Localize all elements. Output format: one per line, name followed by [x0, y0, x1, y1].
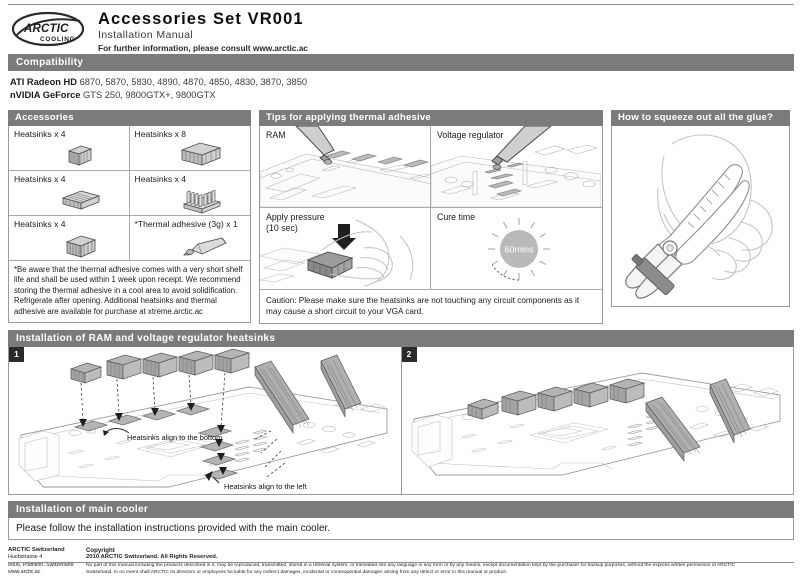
svg-text:ARCTIC: ARCTIC [23, 23, 69, 35]
heatsink-small-block-icon [67, 145, 93, 166]
tip-ram: RAM [260, 126, 431, 208]
copyright-line: 2010 ARCTIC Switzerland. All Rights Rese… [86, 554, 218, 561]
installation-step-1: 1 [9, 347, 401, 494]
tip-apply-pressure: Apply pressure (10 sec) [260, 208, 431, 290]
disclaimer-line-1: No part of this manual including the pro… [86, 562, 736, 568]
tip-voltage-regulator: Voltage regulator [431, 126, 602, 208]
tips-panel: RAM [259, 126, 603, 324]
svg-text:COOLING: COOLING [40, 36, 75, 43]
accessory-label: Heatsinks x 4 [14, 219, 66, 229]
step-badge: 2 [401, 347, 417, 362]
company-web: www.arctic.ac [8, 568, 41, 575]
accessories-section: Accessories Heatsinks x 4 [8, 110, 251, 324]
main-cooler-text: Please follow the installation instructi… [8, 518, 794, 540]
title-block: Accessories Set VR001 Installation Manua… [98, 10, 308, 54]
accessory-item: Heatsinks x 8 [129, 126, 250, 171]
accessory-item: Heatsinks x 4 [9, 216, 130, 261]
pcb-installed-heatsinks-icon [411, 372, 780, 476]
compat-models: GTS 250, 9800GTX+, 9800GTX [83, 89, 216, 100]
accessory-label: *Thermal adhesive (3g) x 1 [134, 219, 238, 229]
accessories-grid: Heatsinks x 4 [9, 126, 250, 261]
compat-models: 6870, 5870, 5830, 4890, 4870, 4850, 4830… [79, 77, 308, 87]
glue-art-wrap [612, 126, 789, 306]
heatsink-flat-finned-icon [61, 190, 101, 210]
caution-text: Caution: Please make sure the heatsinks … [266, 296, 580, 316]
top-rule [8, 4, 794, 5]
pcb-vreg-glue-icon [431, 126, 601, 207]
accessory-label: Heatsinks x 4 [134, 174, 187, 184]
installation-section: Installation of RAM and voltage regulato… [8, 330, 794, 495]
compatibility-section: Compatibility ATI Radeon HD 6870, 5870, … [8, 54, 794, 104]
arctic-cooling-logo: ARCTIC COOLING [10, 10, 86, 48]
accessory-item: *Thermal adhesive (3g) x 1 [129, 216, 250, 261]
page-subtitle: Installation Manual [98, 29, 194, 41]
three-column-row: Accessories Heatsinks x 4 [8, 110, 794, 324]
callout-align-bottom: Heatsinks align to the bottom [127, 433, 222, 442]
accessory-item: Heatsinks x 4 [129, 171, 250, 216]
tip-cure-time: Cure time [431, 208, 602, 290]
pcb-exploded-heatsinks-icon: Heatsinks align to the bottom Heatsinks … [18, 348, 388, 491]
page-header: ARCTIC COOLING Accessories Set VR001 Ins… [0, 0, 802, 53]
copyright-heading: Copyright [86, 547, 115, 554]
accessories-note: *Be aware that the thermal adhesive come… [14, 265, 243, 316]
hand-pliers-tube-icon [625, 134, 773, 299]
tips-bar: Tips for applying thermal adhesive [259, 110, 603, 126]
installation-step-2: 2 [400, 347, 793, 494]
tip-label: Cure time [437, 212, 476, 222]
heatsink-deep-finned-icon [65, 235, 97, 258]
glue-bar: How to squeeze out all the glue? [611, 110, 790, 126]
compat-row: nVIDIA GeForce GTS 250, 9800GTX+, 9800GT… [10, 89, 794, 102]
compat-row: ATI Radeon HD 6870, 5870, 5830, 4890, 48… [10, 76, 794, 89]
step-badge: 1 [9, 347, 24, 362]
tip-label: Voltage regulator [437, 130, 504, 140]
compat-brand: nVIDIA GeForce [10, 89, 81, 100]
heatsink-tall-finned-icon [182, 189, 221, 214]
bottom-rule [8, 562, 794, 563]
compatibility-list: ATI Radeon HD 6870, 5870, 5830, 4890, 48… [8, 71, 794, 104]
company-city: 8808, Pfäffikon, Switzerland [8, 561, 74, 568]
callout-align-left: Heatsinks align to the left [224, 482, 307, 491]
adhesive-tube-icon [182, 237, 227, 256]
tip-label: Apply pressure (10 sec) [266, 212, 325, 233]
compat-brand: ATI Radeon HD [10, 77, 77, 87]
pcb-ram-glue-icon [260, 126, 430, 207]
accessories-bar: Accessories [8, 110, 251, 126]
glue-panel [611, 126, 790, 307]
company-name: ARCTIC Switzerland [8, 547, 65, 553]
page-title: Accessories Set VR001 [98, 10, 304, 28]
installation-bar: Installation of RAM and voltage regulato… [8, 330, 794, 347]
accessory-label: Heatsinks x 4 [14, 129, 66, 139]
tip-label: RAM [266, 130, 286, 140]
cure-dial-icon: 60mins [488, 218, 550, 281]
cure-dial-value: 60mins [504, 245, 534, 255]
glue-section: How to squeeze out all the glue? [611, 110, 790, 307]
accessory-label: Heatsinks x 8 [134, 129, 187, 139]
accessory-item: Heatsinks x 4 [9, 126, 130, 171]
compatibility-bar: Compatibility [8, 54, 794, 71]
tips-grid: RAM [260, 126, 602, 290]
main-cooler-bar: Installation of main cooler [8, 501, 794, 518]
accessory-item: Heatsinks x 4 [9, 171, 130, 216]
company-street: Huobstrasse 4 [8, 554, 43, 561]
tips-section: Tips for applying thermal adhesive RAM [259, 110, 603, 324]
disclaimer-line-2: Switzerland. In no event shall ARCTIC it… [86, 569, 508, 575]
accessories-panel: Heatsinks x 4 [8, 126, 251, 324]
hand-press-heatsink-icon [260, 219, 414, 287]
installation-body: 1 [8, 347, 794, 495]
accessory-label: Heatsinks x 4 [14, 174, 66, 184]
heatsink-wide-block-icon [180, 142, 221, 166]
main-cooler-section: Installation of main cooler Please follo… [8, 501, 794, 540]
header-note: For further information, please consult … [98, 43, 308, 53]
